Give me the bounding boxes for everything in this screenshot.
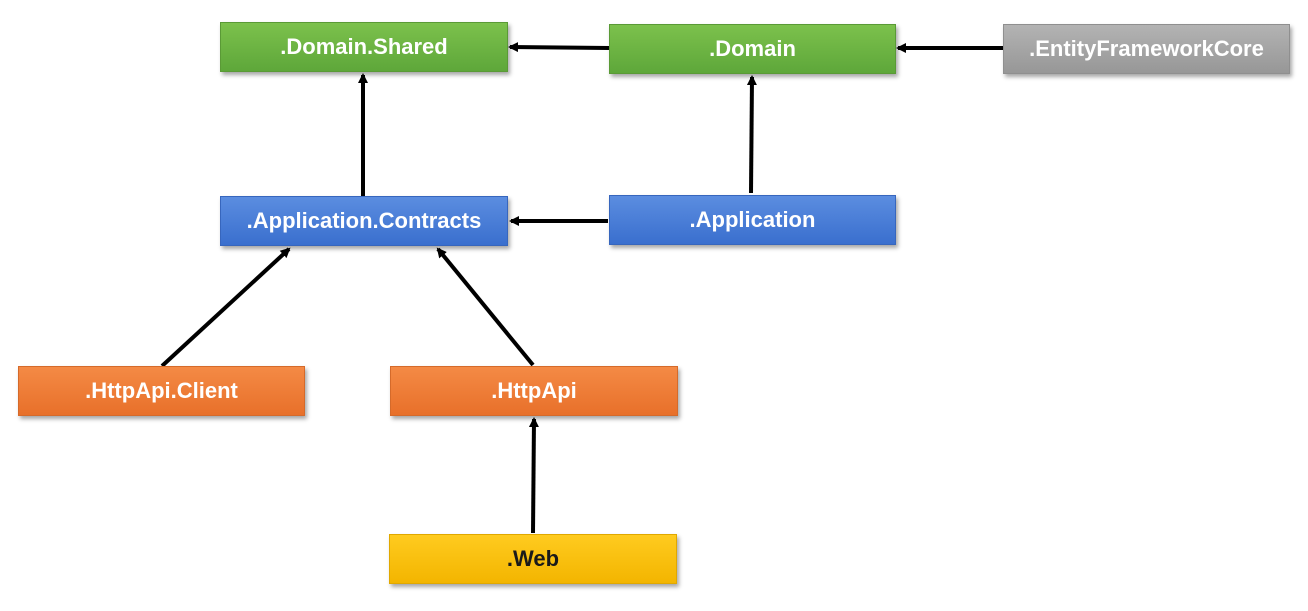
node-label: .EntityFrameworkCore xyxy=(1029,36,1264,61)
node-domain-shared: .Domain.Shared xyxy=(220,22,508,72)
node-application: .Application xyxy=(609,195,896,245)
node-label: .HttpApi xyxy=(491,378,577,403)
arrow-domain-to-domain-shared xyxy=(508,42,610,53)
node-httpapi-client: .HttpApi.Client xyxy=(18,366,305,416)
node-label: .Application.Contracts xyxy=(246,208,482,233)
node-entity-framework-core: .EntityFrameworkCore xyxy=(1003,24,1290,74)
node-label: .Web xyxy=(506,546,560,571)
node-label: .Application xyxy=(689,207,816,232)
arrow-application-to-domain xyxy=(746,75,757,194)
node-label: .HttpApi.Client xyxy=(85,378,238,403)
arrow-web-to-httpapi xyxy=(528,417,539,534)
node-domain: .Domain xyxy=(609,24,896,74)
arrow-httpapi-client-to-contracts xyxy=(160,247,291,368)
node-label: .Domain.Shared xyxy=(280,34,448,59)
node-web: .Web xyxy=(389,534,677,584)
arrow-httpapi-to-contracts xyxy=(436,247,535,367)
node-label: .Domain xyxy=(709,36,796,61)
node-application-contracts: .Application.Contracts xyxy=(220,196,508,246)
node-httpapi: .HttpApi xyxy=(390,366,678,416)
